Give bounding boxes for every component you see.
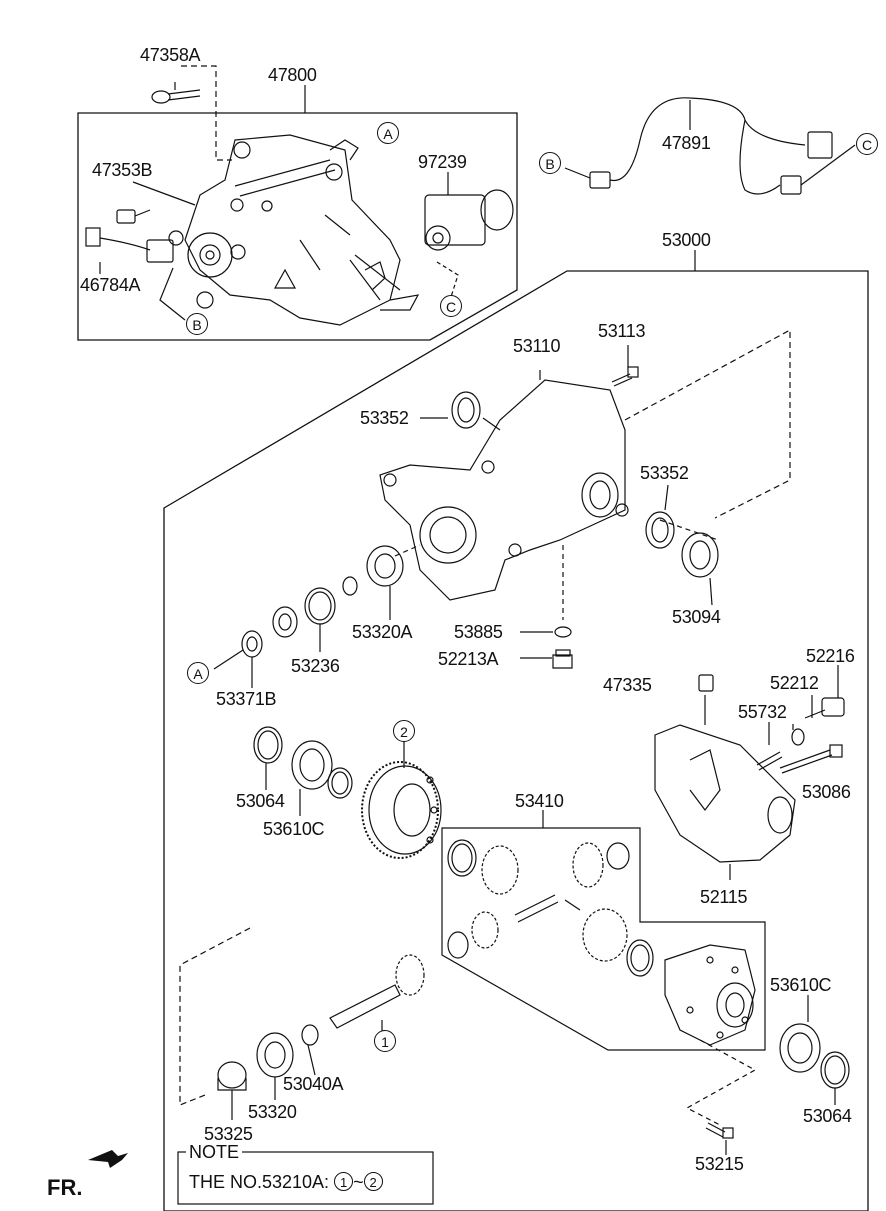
- seal-53352a-drawing: [420, 391, 501, 431]
- label-52213a: 52213A: [438, 649, 499, 669]
- differential-group-box: [163, 250, 869, 1211]
- label-53320a: 53320A: [352, 622, 413, 642]
- front-direction-arrow-icon: [88, 1150, 128, 1168]
- callout-a-upper: A: [377, 122, 399, 144]
- wire-harness-47891-drawing: [564, 97, 856, 195]
- callout-a-lower: A: [187, 662, 209, 684]
- callout-c-wire: C: [856, 133, 878, 155]
- seal-53352b-drawing: [645, 484, 675, 549]
- front-direction-label: FR.: [47, 1175, 83, 1200]
- bearing-53320-drawing: [217, 1032, 294, 1120]
- note-text: THE NO.53210A: 1~2: [189, 1172, 383, 1193]
- label-53320: 53320: [248, 1102, 297, 1122]
- label-53094: 53094: [672, 607, 721, 627]
- label-47891: 47891: [662, 133, 711, 153]
- label-55732: 55732: [738, 702, 787, 722]
- label-53352-upper: 53352: [360, 408, 409, 428]
- label-47335: 47335: [603, 675, 652, 695]
- harness-46784a-drawing: [85, 227, 186, 321]
- differential-case-drawing: [664, 944, 757, 1126]
- drive-pinion-drawing: [179, 927, 425, 1106]
- label-52216: 52216: [806, 646, 855, 666]
- label-53610c-left: 53610C: [263, 819, 325, 839]
- label-53352-lower: 53352: [640, 463, 689, 483]
- differential-gears-53410-drawing: [441, 810, 766, 1051]
- callout-2-ring-gear: 2: [393, 720, 415, 742]
- note-circle-1: 1: [334, 1172, 354, 1191]
- spacer-53236-drawing: [272, 587, 336, 652]
- note-separator: ~: [353, 1172, 364, 1192]
- label-53236: 53236: [291, 656, 340, 676]
- label-53325: 53325: [204, 1124, 253, 1144]
- bolt-53215-drawing: [705, 1122, 734, 1155]
- ring-gear-drawing: [361, 741, 442, 859]
- bolt-53113-drawing: [611, 345, 639, 387]
- label-52212: 52212: [770, 673, 819, 693]
- callout-1-pinion: 1: [374, 1030, 396, 1052]
- label-53885: 53885: [454, 622, 503, 642]
- cover-52115-drawing: [654, 665, 845, 880]
- callout-c-actuator: C: [440, 295, 462, 317]
- label-46784a: 46784A: [80, 275, 141, 295]
- label-53000: 53000: [662, 230, 711, 250]
- label-47358a: 47358A: [140, 45, 201, 65]
- bearing-53610c-right-drawing: [779, 995, 850, 1105]
- label-53064-right: 53064: [803, 1106, 852, 1126]
- actuator-97239-drawing: [424, 172, 514, 301]
- label-53410: 53410: [515, 791, 564, 811]
- callout-b-transfer-case: B: [186, 313, 208, 335]
- bolt-47358a-drawing: [151, 65, 232, 161]
- label-52115: 52115: [700, 887, 748, 907]
- label-53086: 53086: [802, 782, 851, 802]
- transfer-case-47800-drawing: [168, 134, 420, 326]
- bearing-53320a-drawing: [342, 544, 421, 620]
- transfer-case-group-box: [77, 85, 518, 341]
- callout-b-wire: B: [539, 152, 561, 174]
- nut-53371b-drawing: [213, 630, 263, 688]
- bearing-53610c-left-drawing: [253, 726, 353, 816]
- carrier-53110-drawing: [379, 328, 791, 601]
- plug-52213a-drawing: [520, 545, 573, 669]
- sensor-47353b-drawing: [116, 181, 196, 224]
- label-47353b: 47353B: [92, 160, 153, 180]
- note-box: [177, 1151, 434, 1205]
- label-53040a: 53040A: [283, 1074, 344, 1094]
- note-circle-2: 2: [363, 1172, 383, 1191]
- label-53110: 53110: [513, 336, 561, 356]
- label-53610c-right: 53610C: [770, 975, 832, 995]
- note-prefix: THE NO.53210A:: [189, 1172, 330, 1192]
- label-97239: 97239: [418, 152, 467, 172]
- label-53113: 53113: [598, 321, 646, 341]
- note-title: NOTE: [186, 1142, 243, 1163]
- label-53064-left: 53064: [236, 791, 285, 811]
- flange-53094-drawing: [659, 519, 719, 606]
- label-53371b: 53371B: [216, 689, 277, 709]
- label-53215: 53215: [695, 1154, 744, 1174]
- label-47800: 47800: [268, 65, 317, 85]
